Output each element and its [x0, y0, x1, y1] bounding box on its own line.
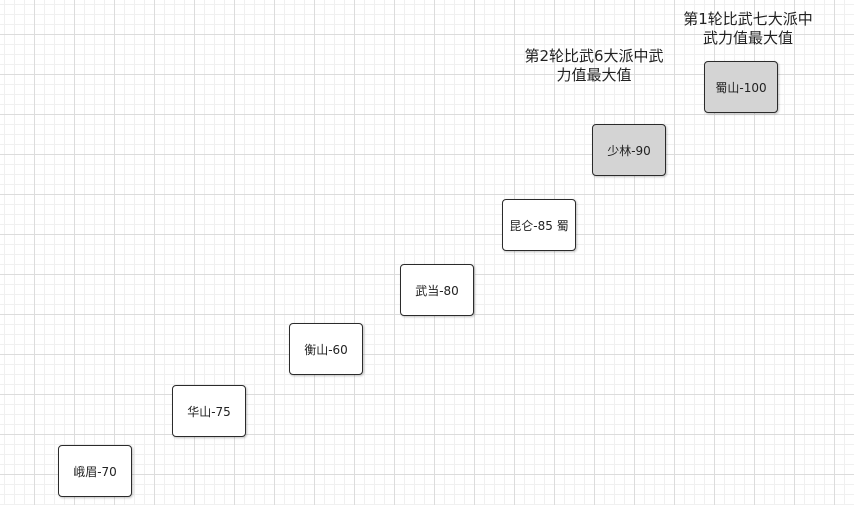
- round1-annotation: 第1轮比武七大派中 武力值最大值: [668, 10, 828, 48]
- node-hengshan[interactable]: 衡山-60: [289, 323, 363, 375]
- round2-annotation-line1: 第2轮比武6大派中武: [514, 47, 674, 66]
- round2-annotation: 第2轮比武6大派中武 力值最大值: [514, 47, 674, 85]
- round2-annotation-line2: 力值最大值: [514, 66, 674, 85]
- node-huashan[interactable]: 华山-75: [172, 385, 246, 437]
- round1-annotation-line2: 武力值最大值: [668, 29, 828, 48]
- node-shaolin[interactable]: 少林-90: [592, 124, 666, 176]
- round1-annotation-line1: 第1轮比武七大派中: [668, 10, 828, 29]
- node-shushan[interactable]: 蜀山-100: [704, 61, 778, 113]
- node-kunlun[interactable]: 昆仑-85 蜀: [502, 199, 576, 251]
- node-emei[interactable]: 峨眉-70: [58, 445, 132, 497]
- node-wudang[interactable]: 武当-80: [400, 264, 474, 316]
